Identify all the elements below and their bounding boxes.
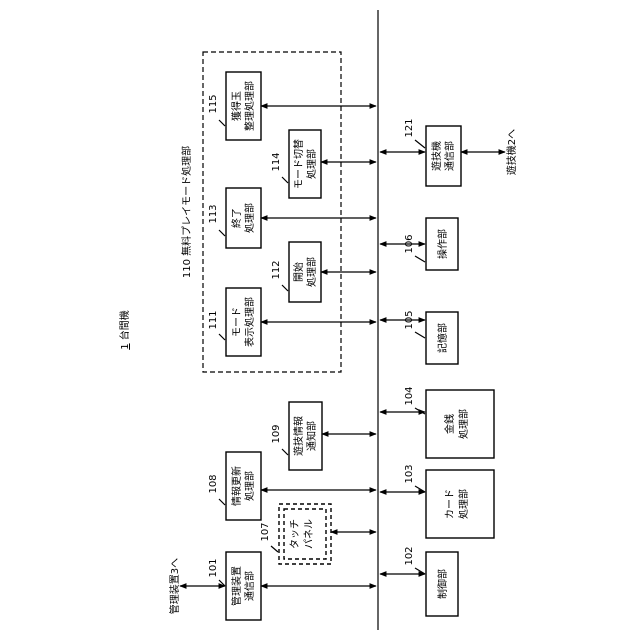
svg-text:遊技機: 遊技機 [430,141,443,171]
svg-text:112: 112 [271,260,282,279]
svg-text:処理部: 処理部 [305,149,318,179]
svg-text:104: 104 [404,386,415,405]
svg-text:金銭: 金銭 [443,414,456,434]
svg-text:遊技機2へ: 遊技機2へ [505,129,518,175]
svg-text:109: 109 [271,424,282,443]
device-title: 1 台間機 [118,310,131,350]
svg-text:カード: カード [444,489,456,519]
block-106-operation: 操作部 106 [380,218,458,270]
svg-text:制御部: 制御部 [436,569,449,599]
svg-text:通信部: 通信部 [243,571,256,601]
svg-text:処理部: 処理部 [305,257,318,287]
group-label: 110 無料プレイモード処理部 [180,146,193,278]
block-121-game-machine-comm: 遊技機 通信部 121 遊技機2へ [380,118,518,186]
block-114-mode-switch: モード切替 処理部 114 [271,130,376,198]
svg-text:管理装置3へ: 管理装置3へ [168,558,181,614]
svg-text:通知部: 通知部 [305,421,318,451]
block-101-management-comm: 管理装置 通信部 101 管理装置3へ [168,552,376,620]
block-109-game-info-notify: 遊技情報 通知部 109 [271,402,376,470]
svg-text:処理部: 処理部 [457,409,470,439]
svg-text:獲得玉: 獲得玉 [230,91,243,121]
svg-text:パネル: パネル [303,519,315,549]
block-102-control: 制御部 102 [380,546,458,616]
svg-text:121: 121 [404,118,415,137]
svg-text:モード切替: モード切替 [292,139,305,189]
block-112-start-processing: 開始 処理部 112 [271,242,376,302]
svg-text:102: 102 [404,546,415,565]
svg-text:操作部: 操作部 [436,229,449,259]
svg-text:101: 101 [208,558,219,577]
svg-text:115: 115 [208,94,219,113]
svg-text:103: 103 [404,464,415,483]
svg-text:表示処理部: 表示処理部 [243,297,256,347]
svg-text:遊技情報: 遊技情報 [292,416,305,456]
svg-text:情報更新: 情報更新 [230,466,243,506]
svg-text:モード: モード [232,307,243,337]
block-103-card-processing: カード 処理部 103 [380,464,494,538]
svg-text:107: 107 [260,522,271,541]
svg-text:開始: 開始 [292,262,305,282]
block-107-touch-panel: タッチ パネル 107 [260,504,376,564]
svg-text:114: 114 [271,152,282,171]
svg-text:タッチ: タッチ [289,519,301,549]
svg-text:処理部: 処理部 [243,203,256,233]
svg-text:処理部: 処理部 [243,471,256,501]
svg-text:108: 108 [208,474,219,493]
free-play-mode-group [203,52,341,372]
svg-text:記憶部: 記憶部 [436,323,449,353]
svg-text:整理処理部: 整理処理部 [243,81,256,131]
svg-text:通信部: 通信部 [443,141,456,171]
block-105-storage: 記憶部 105 [380,310,458,364]
svg-text:111: 111 [208,310,219,329]
svg-text:終了: 終了 [230,208,243,228]
svg-text:管理装置: 管理装置 [230,566,243,606]
block-104-money-processing: 金銭 処理部 104 [380,386,494,458]
svg-text:113: 113 [208,204,219,223]
svg-text:処理部: 処理部 [457,489,470,519]
